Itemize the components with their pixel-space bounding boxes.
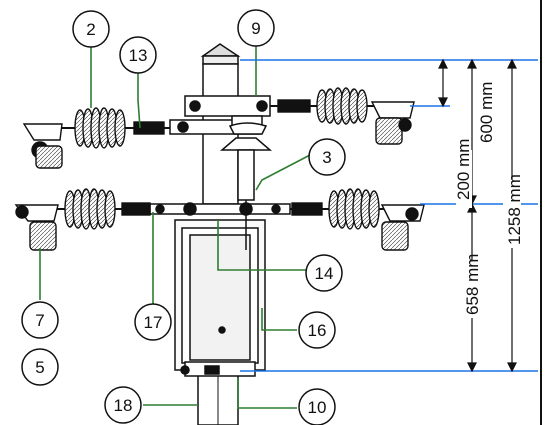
callout-2-label: 2	[86, 20, 95, 39]
insulator-string-lower-left	[14, 188, 151, 251]
callout-7: 7	[21, 301, 59, 339]
lower-crossarm	[149, 202, 291, 216]
dimension-1258mm: 1258 mm	[505, 174, 524, 245]
callout-10: 10	[298, 388, 336, 425]
callout-18-label: 18	[114, 396, 133, 415]
dimension-658mm: 658 mm	[463, 254, 482, 315]
post-insulator	[219, 115, 273, 250]
callout-3-label: 3	[322, 148, 331, 167]
callout-18: 18	[104, 386, 142, 424]
insulator-string-upper-right	[270, 87, 415, 145]
callout-14-label: 14	[315, 264, 334, 283]
switch-box	[174, 219, 266, 377]
callout-17-label: 17	[144, 313, 163, 332]
callout-10-label: 10	[308, 398, 327, 417]
callout-9-label: 9	[251, 19, 260, 38]
dim-bg-1258	[503, 180, 521, 248]
callout-3: 3	[308, 138, 346, 176]
callout-17: 17	[134, 303, 172, 341]
callout-5-label: 5	[35, 358, 44, 377]
callout-2: 2	[72, 10, 110, 48]
insulator-string-lower-right	[290, 188, 425, 251]
callout-13: 13	[119, 36, 157, 74]
callout-16: 16	[298, 311, 336, 349]
dim-bg-200	[456, 150, 472, 208]
dimension-600mm: 600 mm	[477, 82, 496, 143]
callout-14: 14	[305, 254, 343, 292]
callout-5: 5	[21, 348, 59, 386]
callout-7-label: 7	[35, 311, 44, 330]
callout-13-label: 13	[129, 46, 148, 65]
dimension-200mm: 200 mm	[454, 139, 473, 200]
dim-bg-658	[463, 260, 481, 318]
insulator-string-upper-left	[22, 107, 170, 169]
dim-bg-600	[479, 90, 495, 148]
callout-16-label: 16	[308, 321, 327, 340]
callout-9: 9	[237, 9, 275, 47]
